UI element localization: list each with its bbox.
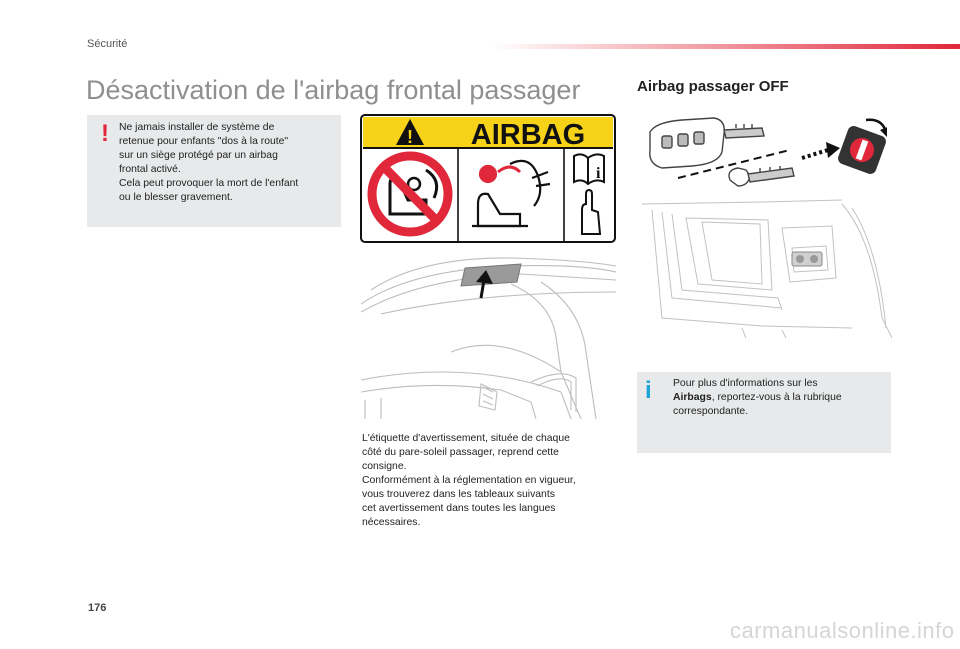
airbag-switch-slot xyxy=(791,251,823,267)
glovebox-illustration xyxy=(642,199,892,338)
airbag-warning-label: ! AIRBAG i xyxy=(360,114,616,243)
watermark: carmanualsonline.info xyxy=(730,618,955,643)
warning-line: sur un siège protégé par un airbag xyxy=(119,150,278,161)
arrow-up-icon xyxy=(476,270,493,299)
info-suffix: , reportez-vous à la rubrique xyxy=(711,392,842,403)
direction-arrows-icon xyxy=(801,142,840,160)
description-line: cet avertissement dans toutes les langue… xyxy=(362,503,556,514)
warning-triangle-icon: ! xyxy=(396,119,424,147)
info-last: correspondante. xyxy=(673,406,749,417)
description-line: consigne. xyxy=(362,461,407,472)
info-prefix: Pour plus d'informations sur les xyxy=(673,378,818,389)
manual-book-icon: i xyxy=(573,153,605,186)
description-line: côté du pare-soleil passager, reprend ce… xyxy=(362,447,559,458)
pointing-hand-icon xyxy=(581,188,602,235)
svg-text:i: i xyxy=(596,165,601,182)
warning-line: Ne jamais installer de système de xyxy=(119,122,275,133)
description-line: nécessaires. xyxy=(362,517,421,528)
section-heading: Airbag passager OFF xyxy=(637,78,789,95)
info-icon: i xyxy=(645,377,652,404)
prohibited-rear-facing-seat-icon xyxy=(367,151,453,237)
key-blade-icon xyxy=(728,166,795,187)
exclamation-icon: ! xyxy=(101,120,109,147)
warning-sticker xyxy=(460,263,522,287)
info-text: Pour plus d'informations sur les Airbags… xyxy=(673,377,885,419)
airbag-word: AIRBAG xyxy=(471,119,585,151)
key-switch-illustration xyxy=(649,117,887,187)
warning-line: ou le blesser gravement. xyxy=(119,192,233,203)
warning-box: ! Ne jamais installer de système de rete… xyxy=(87,115,341,227)
warning-triangle-mark: ! xyxy=(407,127,413,147)
seat-airbag-icon xyxy=(472,159,551,228)
page-number: 176 xyxy=(88,602,107,614)
warning-text: Ne jamais installer de système de retenu… xyxy=(119,121,335,205)
header-accent-bar xyxy=(490,44,960,49)
warning-line: retenue pour enfants "dos à la route" xyxy=(119,136,289,147)
sun-visor-illustration xyxy=(361,257,616,419)
warning-line: Cela peut provoquer la mort de l'enfant xyxy=(119,178,299,189)
page-title: Désactivation de l'airbag frontal passag… xyxy=(86,75,581,105)
description-line: Conformément à la réglementation en vigu… xyxy=(362,475,576,486)
description-line: L'étiquette d'avertissement, située de c… xyxy=(362,433,570,444)
key-fob-icon xyxy=(649,117,765,169)
description-text: L'étiquette d'avertissement, située de c… xyxy=(362,432,612,530)
info-box: i Pour plus d'informations sur les Airba… xyxy=(637,372,891,453)
description-line: vous trouverez dans les tableaux suivant… xyxy=(362,489,555,500)
info-link-airbags: Airbags xyxy=(673,392,712,403)
warning-line: frontal activé. xyxy=(119,164,181,175)
airbag-switch-icon xyxy=(838,118,887,174)
section-label: Sécurité xyxy=(87,38,128,50)
